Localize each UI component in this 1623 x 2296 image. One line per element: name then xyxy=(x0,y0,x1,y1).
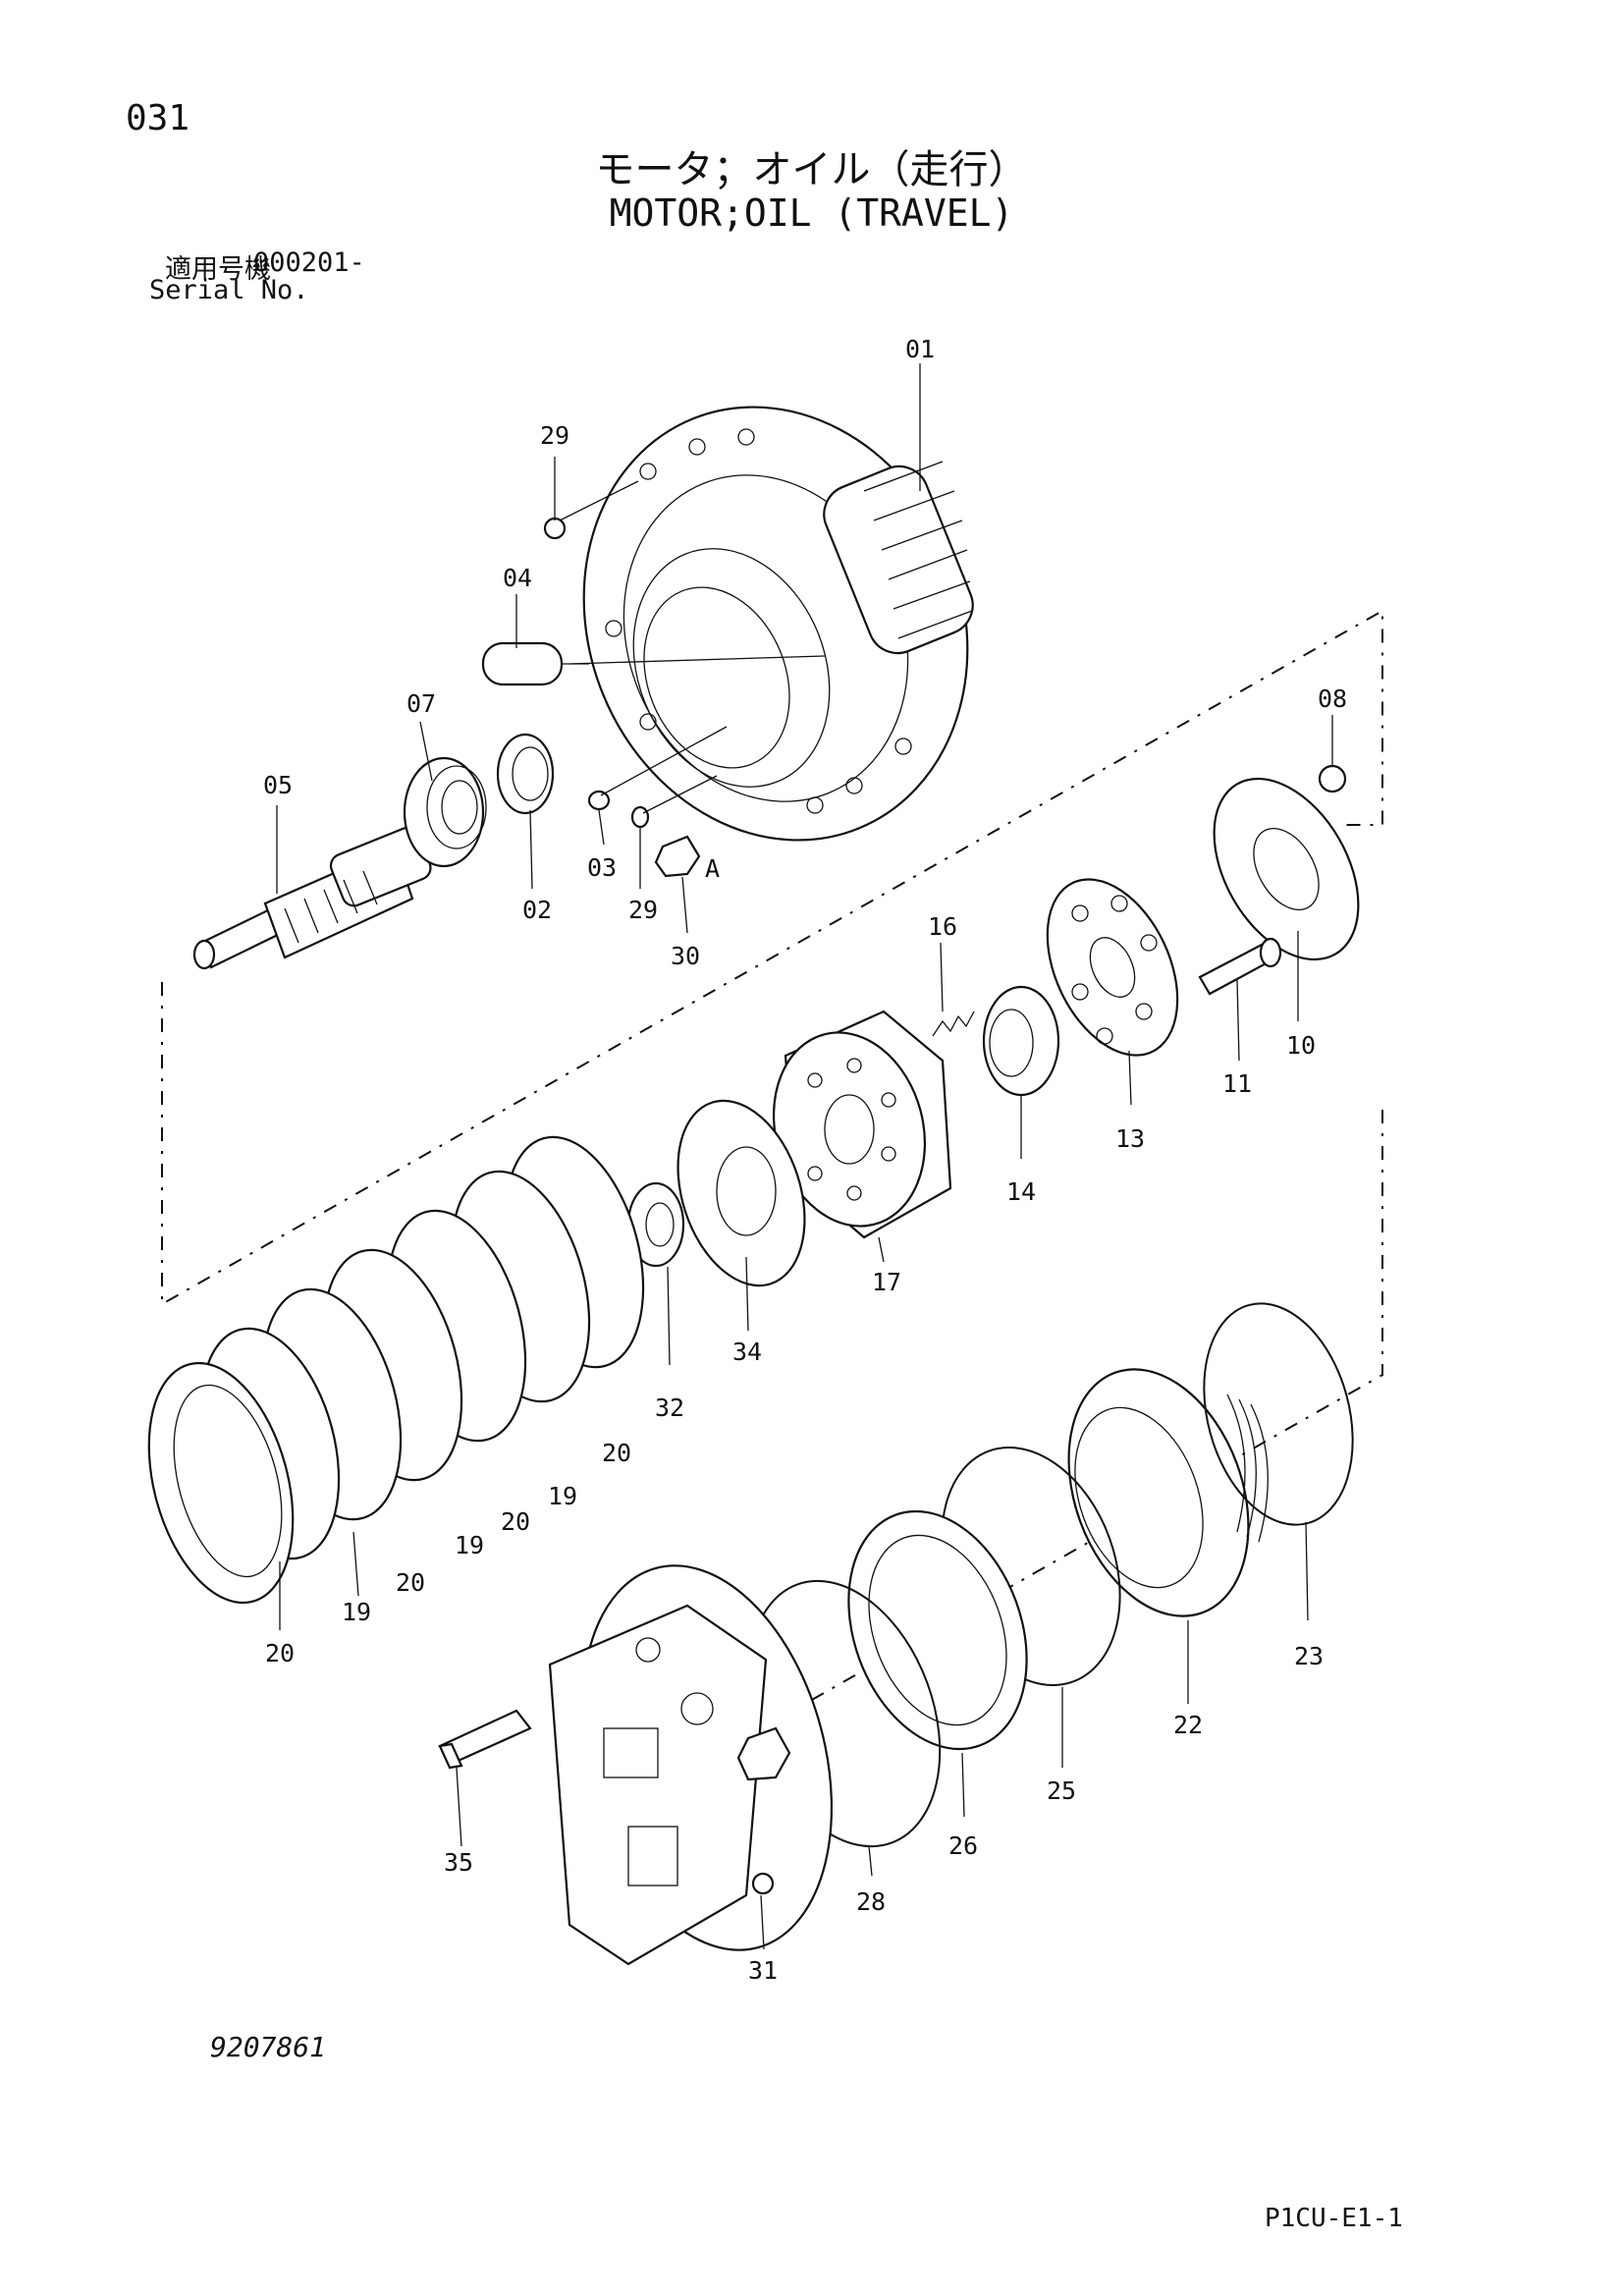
part-label-08: 08 xyxy=(1318,684,1347,713)
part-label-34: 34 xyxy=(732,1338,762,1366)
part-label-28: 28 xyxy=(856,1887,886,1916)
spacer-26 xyxy=(847,1509,1028,1751)
part-label-25: 25 xyxy=(1047,1777,1076,1805)
part-label-20-b: 20 xyxy=(501,1507,530,1536)
seal-plate-part xyxy=(1213,764,1360,961)
serial-label-english: Serial No. xyxy=(149,275,309,305)
part-label-35: 35 xyxy=(444,1848,473,1877)
title-english: MOTOR;OIL (TRAVEL) xyxy=(609,191,1014,235)
drawing-number: 9207861 xyxy=(210,2031,327,2063)
part-label-32: 32 xyxy=(655,1394,684,1422)
page-number: 031 xyxy=(126,98,190,138)
leader-lines xyxy=(276,363,1333,1950)
serial-number: 000201- xyxy=(253,247,365,278)
part-label-04: 04 xyxy=(503,564,532,592)
part-label-19-c: 19 xyxy=(342,1598,371,1626)
part-label-23: 23 xyxy=(1294,1642,1324,1670)
part-label-22: 22 xyxy=(1173,1711,1203,1739)
bearing-part xyxy=(403,756,487,868)
part-label-19-b: 19 xyxy=(455,1531,484,1559)
part-label-20-d: 20 xyxy=(265,1639,295,1667)
part-label-17: 17 xyxy=(872,1268,901,1296)
part-label-05: 05 xyxy=(263,771,293,799)
part-label-29: 29 xyxy=(540,421,569,450)
part-label-07: 07 xyxy=(406,689,436,718)
part-label-11: 11 xyxy=(1222,1069,1252,1098)
part-label-20-c: 20 xyxy=(396,1568,425,1597)
valve-cover-part xyxy=(438,1564,834,1966)
piston-part xyxy=(481,641,826,686)
part-label-14: 14 xyxy=(1006,1177,1036,1206)
title-japanese: モータ；オイル（走行） xyxy=(595,147,1028,192)
shaft-part xyxy=(192,826,432,970)
spring-part xyxy=(932,1011,975,1037)
part-label-03: 03 xyxy=(587,853,617,882)
collar-part xyxy=(496,733,555,815)
part-label-30: 30 xyxy=(671,942,700,970)
part-label-31: 31 xyxy=(748,1956,778,1985)
part-label-20-a: 20 xyxy=(602,1439,631,1467)
cylinder-block-part xyxy=(772,1010,952,1239)
part-label-02: 02 xyxy=(522,896,552,924)
o-ring-23 xyxy=(1203,1302,1354,1526)
swash-plate-part xyxy=(676,1099,806,1287)
housing-part xyxy=(582,406,974,842)
ring-part xyxy=(982,985,1060,1097)
serial-label-japanese: 適用号機 xyxy=(165,254,271,285)
part-label-19-a: 19 xyxy=(548,1482,577,1510)
friction-plates xyxy=(147,1135,645,1605)
part-labels: 01 29 04 07 05 08 03 02 29 A 30 16 10 11… xyxy=(263,335,1347,1985)
page-code: P1CU-E1-1 xyxy=(1265,2204,1403,2233)
part-label-13: 13 xyxy=(1115,1124,1145,1153)
small-plugs xyxy=(543,480,728,878)
detail-mark-a: A xyxy=(705,854,720,883)
part-label-10: 10 xyxy=(1286,1031,1316,1060)
part-label-16: 16 xyxy=(928,912,957,941)
part-label-26: 26 xyxy=(948,1831,978,1860)
part-label-01: 01 xyxy=(905,335,935,363)
brake-piston-part xyxy=(1067,1368,1269,1617)
retainer-plate-part xyxy=(1046,878,1179,1057)
part-label-29-b: 29 xyxy=(628,896,658,924)
pin-part xyxy=(1198,937,1282,996)
